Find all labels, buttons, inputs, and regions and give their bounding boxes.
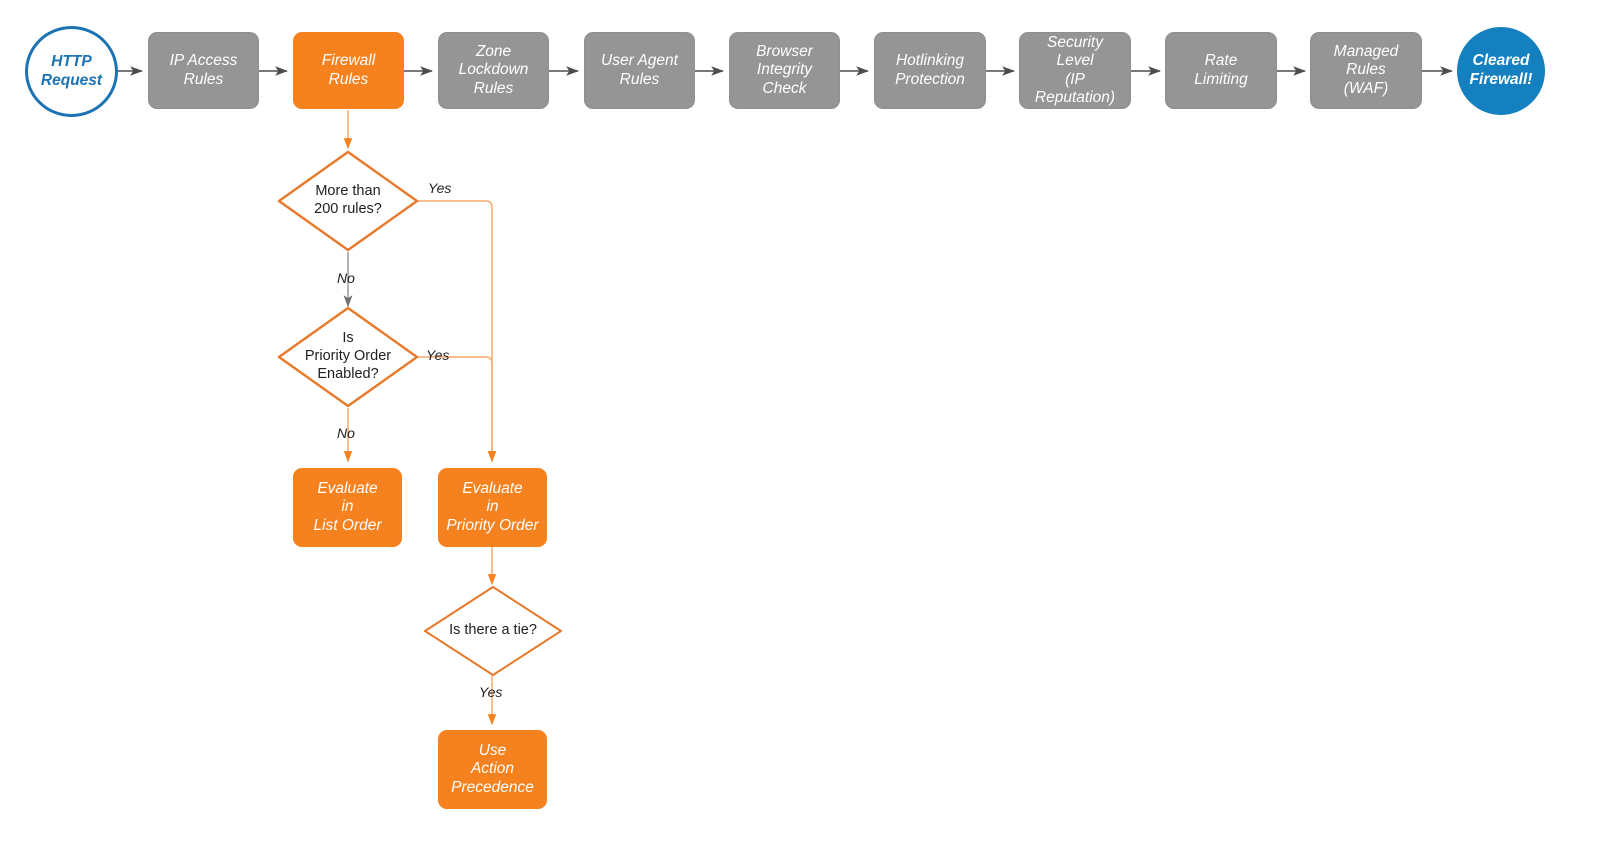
node-rate-limiting[interactable]: Rate Limiting [1165, 32, 1277, 109]
node-firewall-rules[interactable]: Firewall Rules [293, 32, 404, 109]
node-evaluate-list-order[interactable]: Evaluate in List Order [293, 468, 402, 547]
node-cleared-firewall[interactable]: Cleared Firewall! [1457, 27, 1545, 115]
edge-label-no-more-than-200: No [337, 270, 355, 286]
node-rate-limiting-label: Rate Limiting [1194, 52, 1248, 88]
edge-yes-priority-order [418, 356, 497, 463]
node-user-agent-rules[interactable]: User Agent Rules [584, 32, 695, 109]
more-than-200-rules-diamond-shape [277, 150, 419, 252]
node-hotlinking-protection-label: Hotlinking Protection [895, 52, 965, 88]
node-security-level[interactable]: Security Level (IP Reputation) [1019, 32, 1131, 109]
node-is-priority-order-enabled[interactable]: Is Priority Order Enabled? [277, 306, 419, 408]
node-http-request-label: HTTP Request [40, 52, 103, 89]
edge-yes-more-than-200 [418, 200, 497, 463]
node-cleared-firewall-label: Cleared Firewall! [1469, 52, 1533, 88]
node-hotlinking-protection[interactable]: Hotlinking Protection [874, 32, 986, 109]
node-is-there-a-tie-label: Is there a tie? [449, 622, 537, 639]
node-use-action-precedence-label: Use Action Precedence [451, 742, 534, 796]
node-more-than-200-rules[interactable]: More than 200 rules? [277, 150, 419, 252]
node-evaluate-priority-order-label: Evaluate in Priority Order [446, 480, 539, 534]
node-zone-lockdown-rules-label: Zone Lockdown Rules [458, 43, 529, 97]
node-zone-lockdown-rules[interactable]: Zone Lockdown Rules [438, 32, 549, 109]
node-ip-access-rules-label: IP Access Rules [169, 52, 238, 88]
node-evaluate-list-order-label: Evaluate in List Order [313, 480, 382, 534]
node-more-than-200-rules-label: More than 200 rules? [314, 183, 382, 217]
is-priority-order-enabled-diamond-shape [277, 306, 419, 408]
node-is-priority-order-enabled-label: Is Priority Order Enabled? [304, 330, 392, 382]
node-is-there-a-tie[interactable]: Is there a tie? [423, 585, 563, 677]
node-http-request[interactable]: HTTP Request [25, 26, 118, 117]
node-browser-integrity-check[interactable]: Browser Integrity Check [729, 32, 840, 109]
node-evaluate-priority-order[interactable]: Evaluate in Priority Order [438, 468, 547, 547]
node-user-agent-rules-label: User Agent Rules [601, 52, 678, 88]
edge-label-no-priority-order: No [337, 425, 355, 441]
node-firewall-rules-label: Firewall Rules [321, 52, 376, 88]
node-security-level-label: Security Level (IP Reputation) [1034, 33, 1116, 106]
node-use-action-precedence[interactable]: Use Action Precedence [438, 730, 547, 809]
node-browser-integrity-check-label: Browser Integrity Check [756, 43, 813, 97]
is-there-a-tie-diamond-shape [424, 586, 562, 676]
edge-label-yes-priority-order: Yes [426, 347, 450, 363]
node-ip-access-rules[interactable]: IP Access Rules [148, 32, 259, 109]
edge-label-yes-tie: Yes [479, 684, 503, 700]
node-managed-rules-waf-label: Managed Rules (WAF) [1333, 43, 1399, 97]
node-managed-rules-waf[interactable]: Managed Rules (WAF) [1310, 32, 1422, 109]
edge-label-yes-more-than-200: Yes [428, 180, 452, 196]
